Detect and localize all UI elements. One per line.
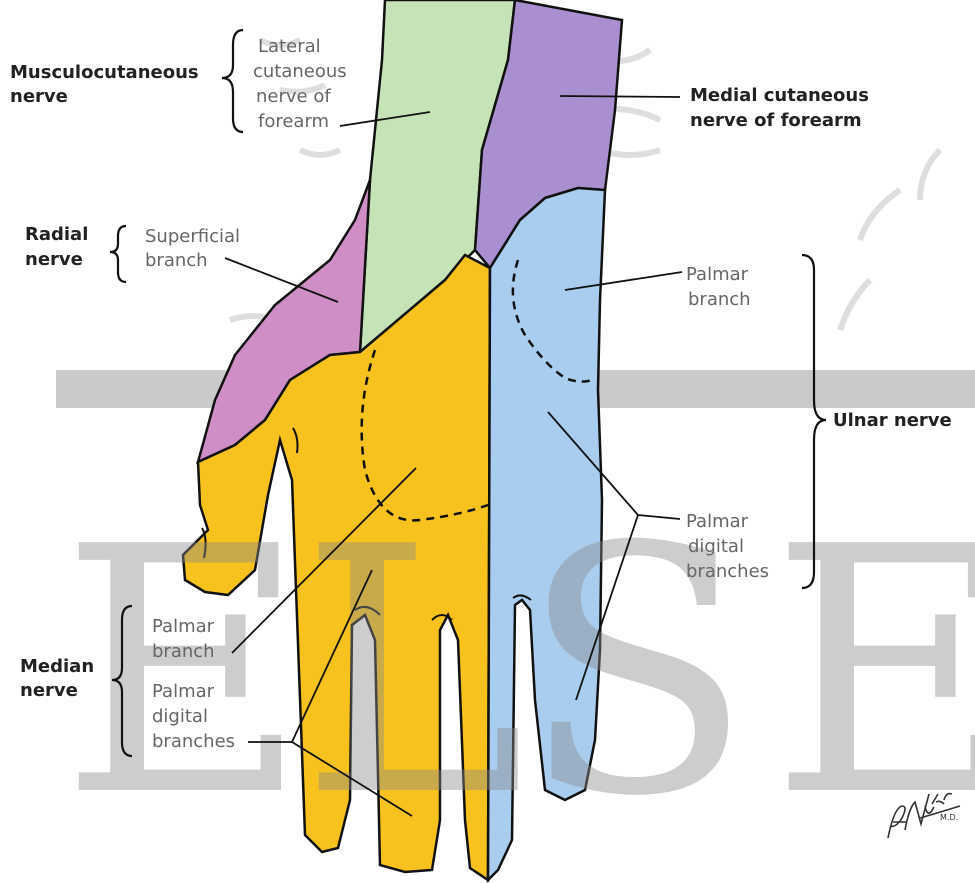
label-median-digital-1: Palmar bbox=[152, 681, 215, 702]
svg-text:E: E bbox=[60, 475, 308, 871]
label-median-palmar-branch-1: Palmar bbox=[152, 616, 215, 637]
label-lateral-cutaneous-2: cutaneous bbox=[253, 61, 347, 82]
svg-text:M.D.: M.D. bbox=[940, 813, 958, 822]
label-musculocutaneous-nerve-2: nerve bbox=[10, 86, 68, 107]
label-median-nerve-2: nerve bbox=[20, 680, 78, 701]
label-superficial-branch-2: branch bbox=[145, 250, 208, 271]
label-radial-nerve-1: Radial bbox=[25, 224, 88, 245]
label-radial-nerve-2: nerve bbox=[25, 249, 83, 270]
svg-text:L: L bbox=[300, 475, 526, 871]
label-median-digital-3: branches bbox=[152, 731, 235, 752]
label-lateral-cutaneous-1: Lateral bbox=[258, 36, 321, 57]
label-ulnar-palmar-branch-2: branch bbox=[688, 289, 751, 310]
watermark-letters: E L S E bbox=[60, 475, 975, 871]
label-musculocutaneous-nerve: Musculocutaneous bbox=[10, 62, 199, 83]
brace-radial bbox=[110, 226, 126, 282]
label-lateral-cutaneous-4: forearm bbox=[258, 111, 329, 132]
label-medial-cutaneous-1: Medial cutaneous bbox=[690, 85, 869, 106]
label-ulnar-digital-1: Palmar bbox=[686, 511, 749, 532]
label-ulnar-nerve: Ulnar nerve bbox=[833, 410, 952, 431]
label-median-palmar-branch-2: branch bbox=[152, 641, 215, 662]
label-superficial-branch-1: Superficial bbox=[145, 226, 240, 247]
svg-text:S: S bbox=[520, 475, 753, 871]
label-median-nerve-1: Median bbox=[20, 656, 94, 677]
label-lateral-cutaneous-3: nerve of bbox=[256, 86, 331, 107]
brace-musculocutaneous bbox=[222, 30, 243, 132]
label-ulnar-digital-2: digital bbox=[688, 536, 744, 557]
label-median-digital-2: digital bbox=[152, 706, 208, 727]
label-medial-cutaneous-2: nerve of forearm bbox=[690, 110, 862, 131]
label-ulnar-palmar-branch-1: Palmar bbox=[686, 264, 749, 285]
label-ulnar-digital-3: branches bbox=[686, 561, 769, 582]
